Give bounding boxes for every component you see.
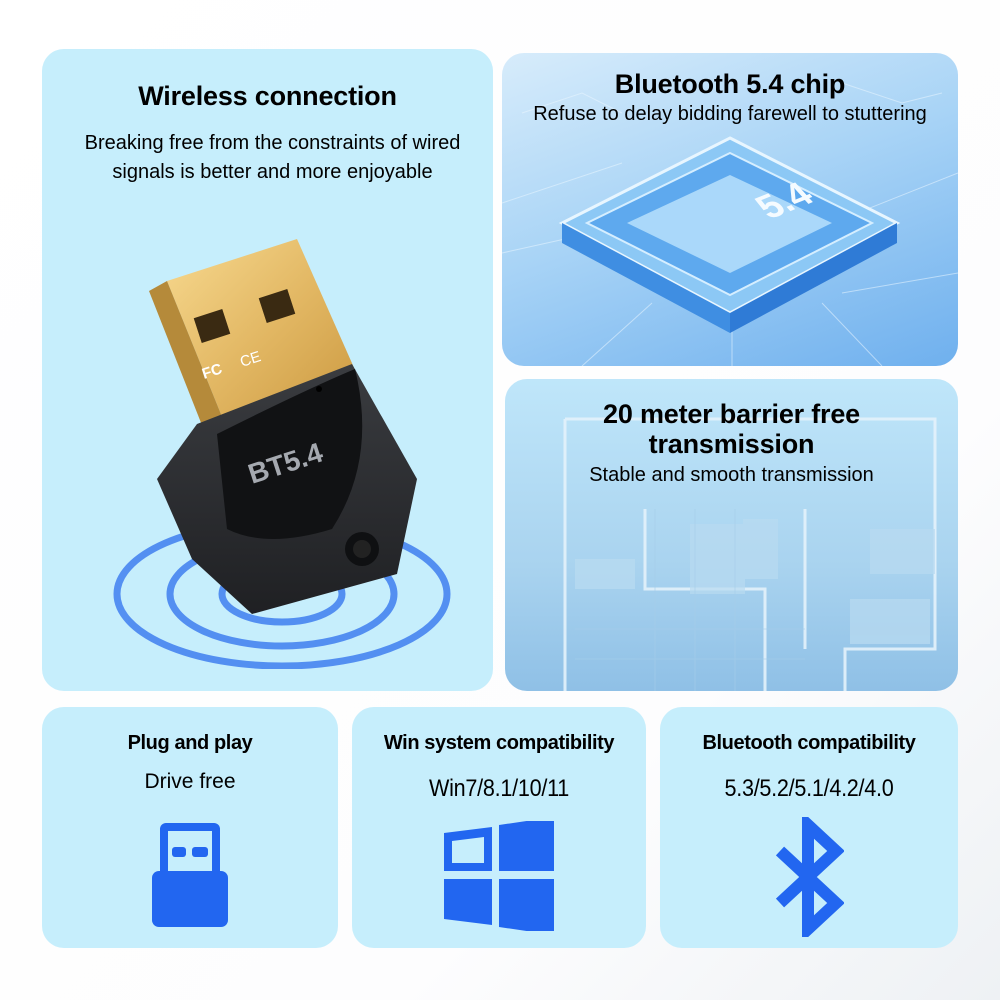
bluetooth-compatibility-card: Bluetooth compatibility 5.3/5.2/5.1/4.2/… [660, 707, 958, 948]
range-description: Stable and smooth transmission [589, 464, 874, 486]
windows-compatibility-card: Win system compatibility Win7/8.1/10/11 [352, 707, 646, 948]
bluetooth-chip-panel: 5.4 Bluetooth 5.4 chip Refuse to delay b… [502, 53, 958, 366]
chip-description: Refuse to delay bidding farewell to stut… [533, 103, 927, 125]
feature-subtitle: Drive free [144, 770, 236, 793]
plug-and-play-card: Plug and play Drive free [42, 707, 338, 948]
wireless-title: Wireless connection [138, 81, 397, 111]
range-title: 20 meter barrier free transmission [603, 399, 860, 459]
feature-subtitle: 5.3/5.2/5.1/4.2/4.0 [724, 775, 894, 802]
feature-subtitle: Win7/8.1/10/11 [429, 775, 569, 802]
feature-title: Plug and play [127, 732, 253, 754]
usb-dongle-image: FC CE BT5.4 [113, 239, 451, 669]
chip-image: 5.4 [502, 82, 958, 366]
wireless-connection-panel: Wireless connection Breaking free from t… [42, 49, 493, 691]
wireless-description: Breaking free from the constraints of wi… [84, 132, 461, 183]
chip-title: Bluetooth 5.4 chip [614, 69, 846, 99]
windows-logo-icon [444, 821, 554, 931]
svg-text:FC: FC [200, 360, 224, 382]
feature-title: Bluetooth compatibility [702, 732, 916, 754]
bluetooth-icon [775, 817, 844, 937]
house-floorplan-image [563, 417, 937, 691]
feature-title: Win system compatibility [383, 732, 615, 754]
usb-dongle-icon [152, 823, 228, 927]
svg-text:CE: CE [238, 348, 263, 371]
transmission-range-panel: 20 meter barrier free transmission Stabl… [505, 379, 958, 691]
